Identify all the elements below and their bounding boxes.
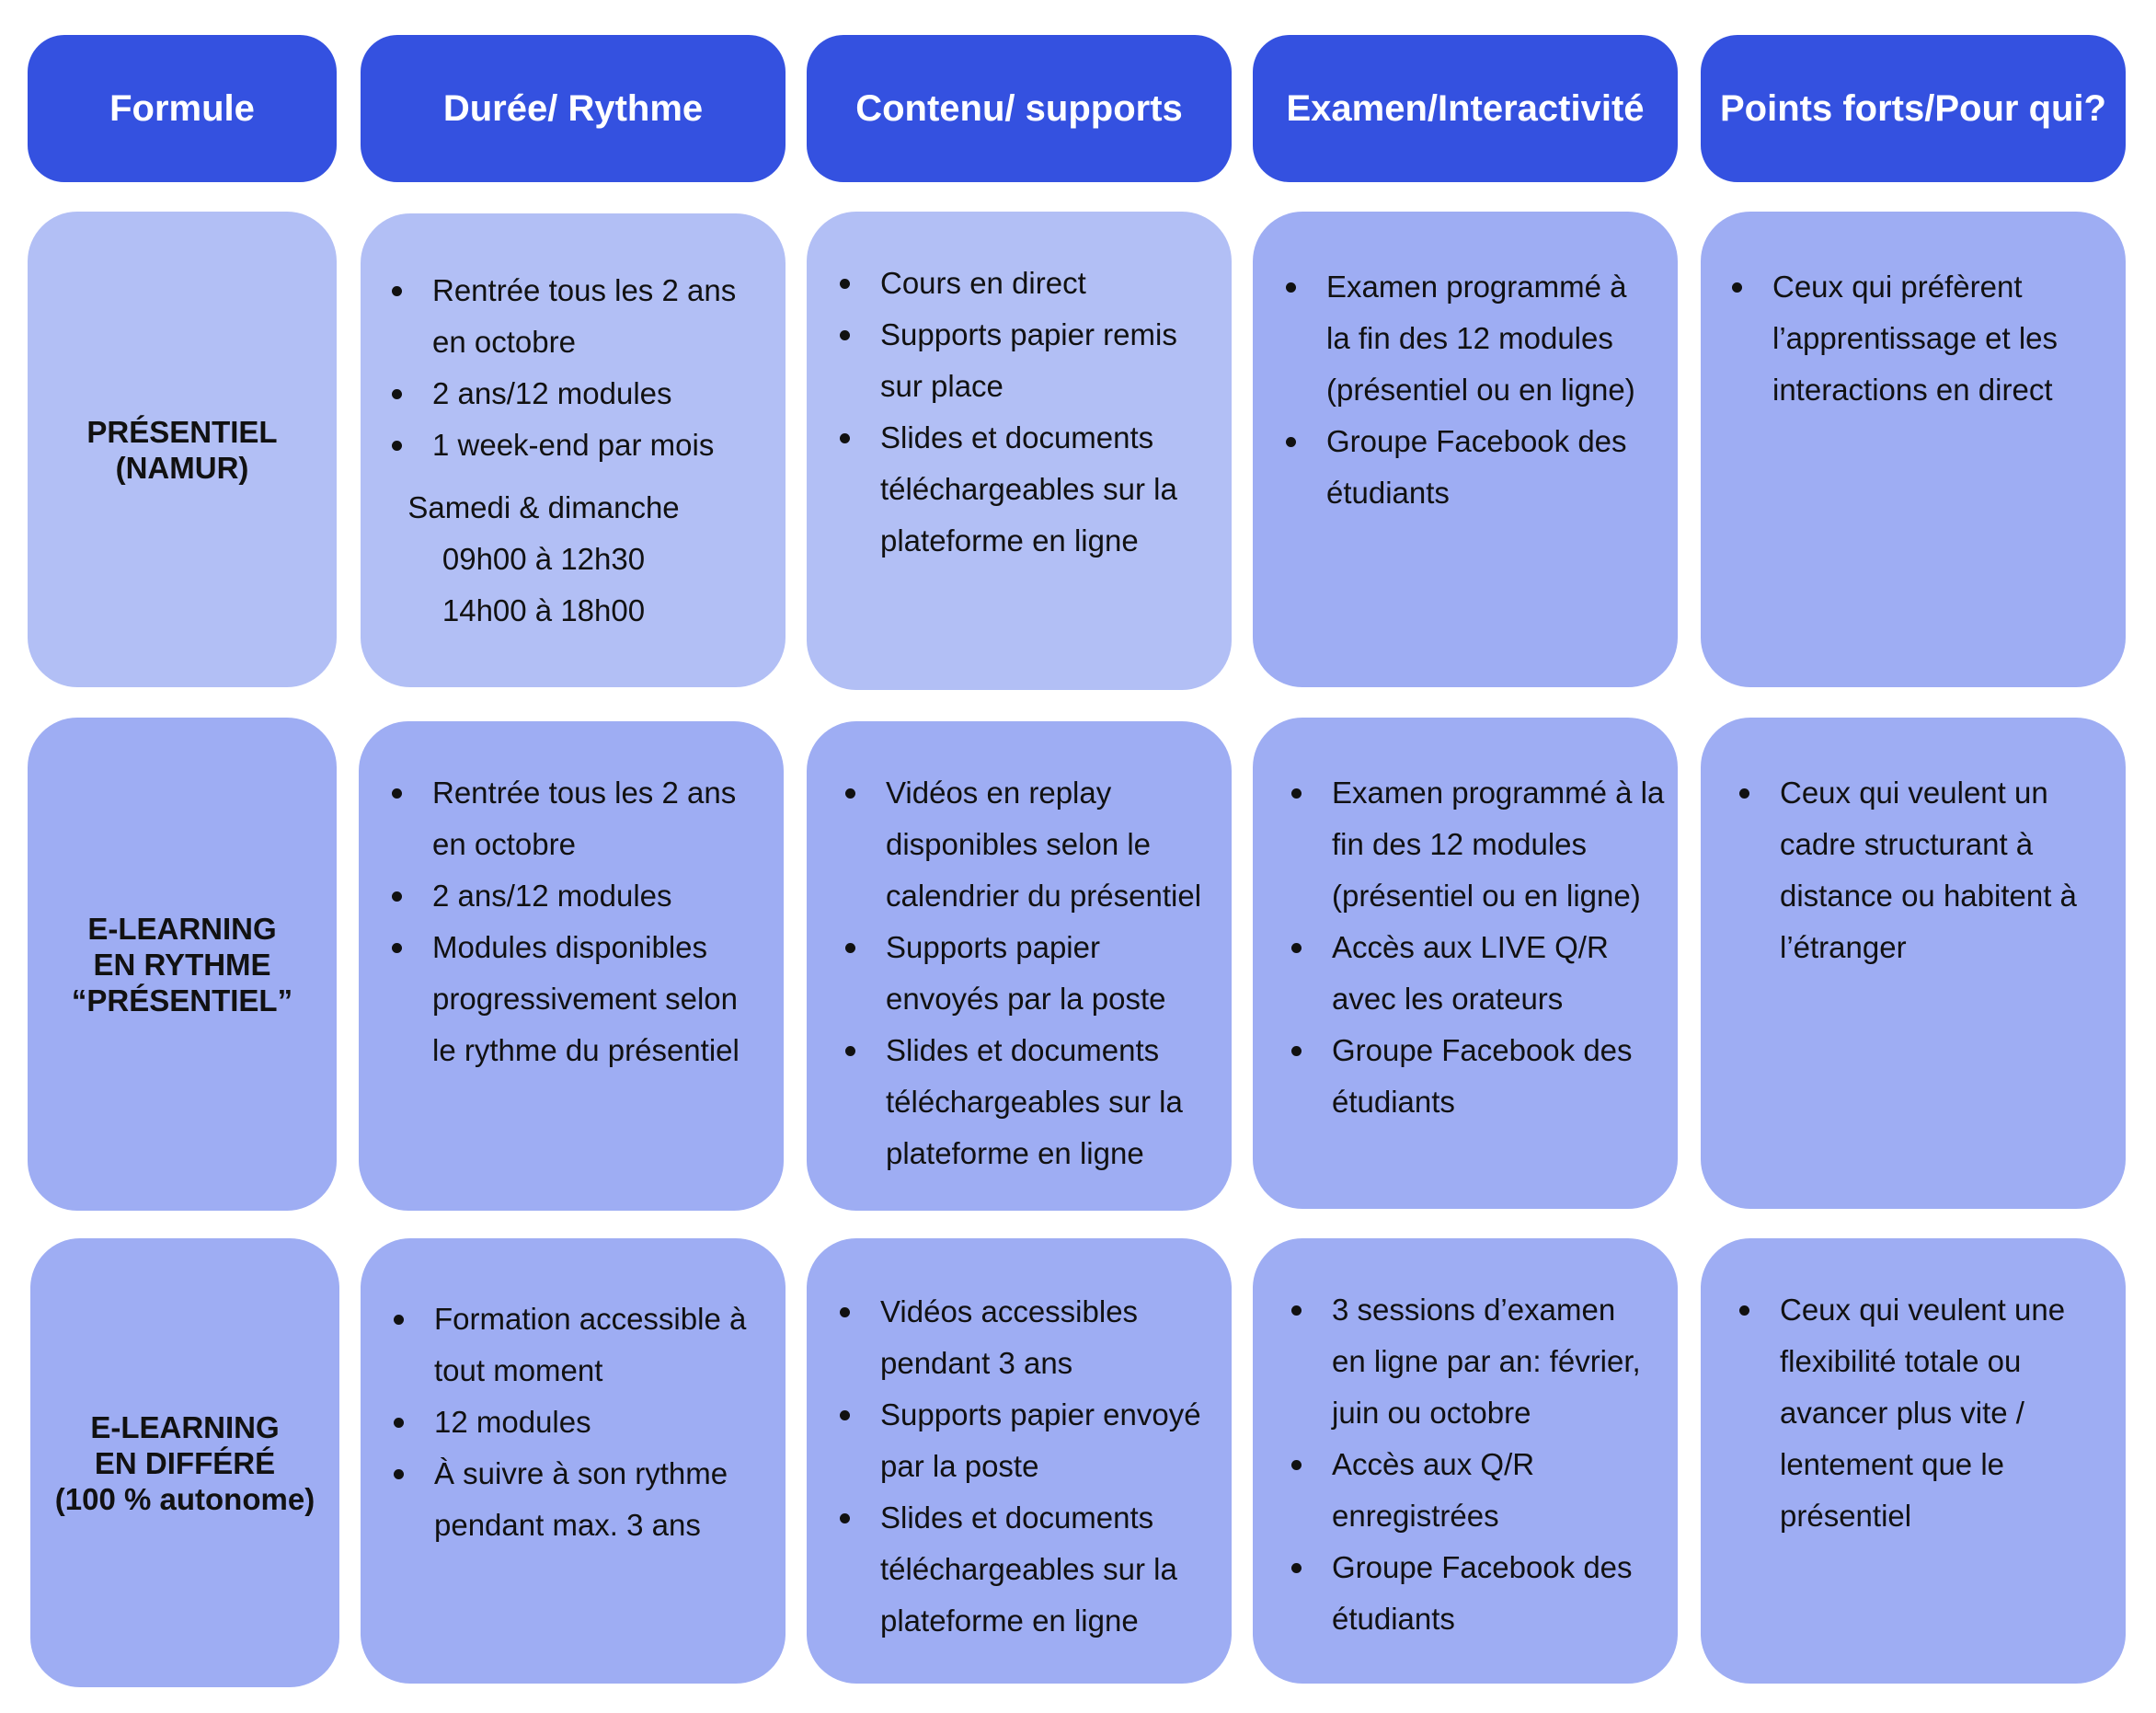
cell-rythme-duree: Rentrée tous les 2 ans en octobre 2 ans/…	[359, 721, 784, 1211]
row-label-line: E-LEARNING	[90, 1409, 280, 1444]
list-item: Cours en direct	[840, 258, 1210, 309]
list-item: Vidéos accessibles pendant 3 ans	[840, 1286, 1210, 1389]
row-label-line: PRÉSENTIEL	[86, 414, 278, 449]
list-item: Ceux qui veulent un cadre structurant à …	[1739, 767, 2113, 973]
list-item: Slides et documents téléchargeables sur …	[845, 1025, 1221, 1179]
header-duree-rythme: Durée/ Rythme	[361, 35, 786, 182]
cell-presentiel-examen: Examen programmé à la fin des 12 modules…	[1253, 212, 1678, 687]
bullet-list: Rentrée tous les 2 ans en octobre 2 ans/…	[359, 767, 762, 1076]
schedule-block: Samedi & dimanche 09h00 à 12h30 14h00 à …	[361, 482, 763, 637]
row-label-presentiel: PRÉSENTIEL (NAMUR)	[28, 212, 337, 687]
bullet-list: Cours en direct Supports papier remis su…	[807, 258, 1210, 567]
list-item: 12 modules	[394, 1397, 763, 1448]
list-item: 2 ans/12 modules	[392, 870, 762, 922]
list-item: À suivre à son rythme pendant max. 3 ans	[394, 1448, 763, 1551]
cell-rythme-points: Ceux qui veulent un cadre structurant à …	[1701, 718, 2126, 1209]
list-item: 1 week-end par mois	[392, 420, 763, 471]
list-item: Rentrée tous les 2 ans en octobre	[392, 265, 763, 368]
list-item: Supports papier envoyés par la poste	[845, 922, 1221, 1025]
list-item: Examen programmé à la fin des 12 modules…	[1291, 767, 1667, 922]
bullet-list: 3 sessions d’examen en ligne par an: fév…	[1253, 1284, 1656, 1645]
list-item: Examen programmé à la fin des 12 modules…	[1286, 261, 1656, 416]
schedule-line: Samedi & dimanche	[407, 490, 680, 524]
header-examen-interactivite: Examen/Interactivité	[1253, 35, 1678, 182]
cell-presentiel-points: Ceux qui préfèrent l’apprentissage et le…	[1701, 212, 2126, 687]
row-label-line: EN RYTHME	[93, 947, 271, 982]
list-item: Groupe Facebook des étudiants	[1291, 1025, 1667, 1128]
list-item: Slides et documents téléchargeables sur …	[840, 1492, 1210, 1647]
row-label-line: EN DIFFÉRÉ	[94, 1445, 276, 1480]
cell-presentiel-duree: Rentrée tous les 2 ans en octobre 2 ans/…	[361, 213, 786, 687]
header-formule-label: Formule	[109, 87, 255, 129]
cell-differe-points: Ceux qui veulent une flexibilité totale …	[1701, 1238, 2126, 1684]
row-label-elearning-rythme: E-LEARNING EN RYTHME “PRÉSENTIEL”	[28, 718, 337, 1211]
list-item: Accès aux LIVE Q/R avec les orateurs	[1291, 922, 1667, 1025]
list-item: Modules disponibles progressivement selo…	[392, 922, 762, 1076]
list-item: Formation accessible à tout moment	[394, 1293, 763, 1397]
list-item: Slides et documents téléchargeables sur …	[840, 412, 1210, 567]
bullet-list: Vidéos en replay disponibles selon le ca…	[807, 767, 1221, 1179]
schedule-line: 09h00 à 12h30	[442, 542, 646, 576]
list-item: 2 ans/12 modules	[392, 368, 763, 420]
list-item: Vidéos en replay disponibles selon le ca…	[845, 767, 1221, 922]
list-item: Groupe Facebook des étudiants	[1291, 1542, 1656, 1645]
bullet-list: Ceux qui veulent une flexibilité totale …	[1701, 1284, 2107, 1542]
row-label-line: “PRÉSENTIEL”	[71, 983, 293, 1017]
cell-rythme-contenu: Vidéos en replay disponibles selon le ca…	[807, 721, 1232, 1211]
schedule-line: 14h00 à 18h00	[442, 593, 646, 627]
row-label-line: (100 % autonome)	[54, 1481, 315, 1516]
bullet-list: Ceux qui préfèrent l’apprentissage et le…	[1701, 261, 2104, 416]
list-item: 3 sessions d’examen en ligne par an: fév…	[1291, 1284, 1656, 1439]
cell-rythme-examen: Examen programmé à la fin des 12 modules…	[1253, 718, 1678, 1209]
row-label-line: (NAMUR)	[115, 450, 249, 485]
cell-differe-duree: Formation accessible à tout moment 12 mo…	[361, 1238, 786, 1684]
cell-differe-examen: 3 sessions d’examen en ligne par an: fév…	[1253, 1238, 1678, 1684]
list-item: Rentrée tous les 2 ans en octobre	[392, 767, 762, 870]
row-label-elearning-differe: E-LEARNING EN DIFFÉRÉ (100 % autonome)	[30, 1238, 339, 1687]
row-label-line: E-LEARNING	[87, 911, 277, 946]
bullet-list: Examen programmé à la fin des 12 modules…	[1253, 261, 1656, 519]
header-contenu-supports-label: Contenu/ supports	[855, 87, 1183, 129]
header-points-forts-label: Points forts/Pour qui?	[1720, 87, 2106, 129]
header-examen-interactivite-label: Examen/Interactivité	[1286, 87, 1645, 129]
list-item: Supports papier envoyé par la poste	[840, 1389, 1210, 1492]
list-item: Supports papier remis sur place	[840, 309, 1210, 412]
bullet-list: Rentrée tous les 2 ans en octobre 2 ans/…	[361, 265, 763, 471]
list-item: Ceux qui préfèrent l’apprentissage et le…	[1732, 261, 2104, 416]
header-duree-rythme-label: Durée/ Rythme	[442, 87, 704, 129]
bullet-list: Examen programmé à la fin des 12 modules…	[1253, 767, 1667, 1128]
header-points-forts: Points forts/Pour qui?	[1701, 35, 2126, 182]
list-item: Ceux qui veulent une flexibilité totale …	[1739, 1284, 2107, 1542]
bullet-list: Vidéos accessibles pendant 3 ans Support…	[807, 1286, 1210, 1647]
cell-differe-contenu: Vidéos accessibles pendant 3 ans Support…	[807, 1238, 1232, 1684]
bullet-list: Formation accessible à tout moment 12 mo…	[361, 1293, 763, 1551]
header-formule: Formule	[28, 35, 337, 182]
header-contenu-supports: Contenu/ supports	[807, 35, 1232, 182]
list-item: Groupe Facebook des étudiants	[1286, 416, 1656, 519]
list-item: Accès aux Q/R enregistrées	[1291, 1439, 1656, 1542]
cell-presentiel-contenu: Cours en direct Supports papier remis su…	[807, 212, 1232, 690]
bullet-list: Ceux qui veulent un cadre structurant à …	[1701, 767, 2113, 973]
